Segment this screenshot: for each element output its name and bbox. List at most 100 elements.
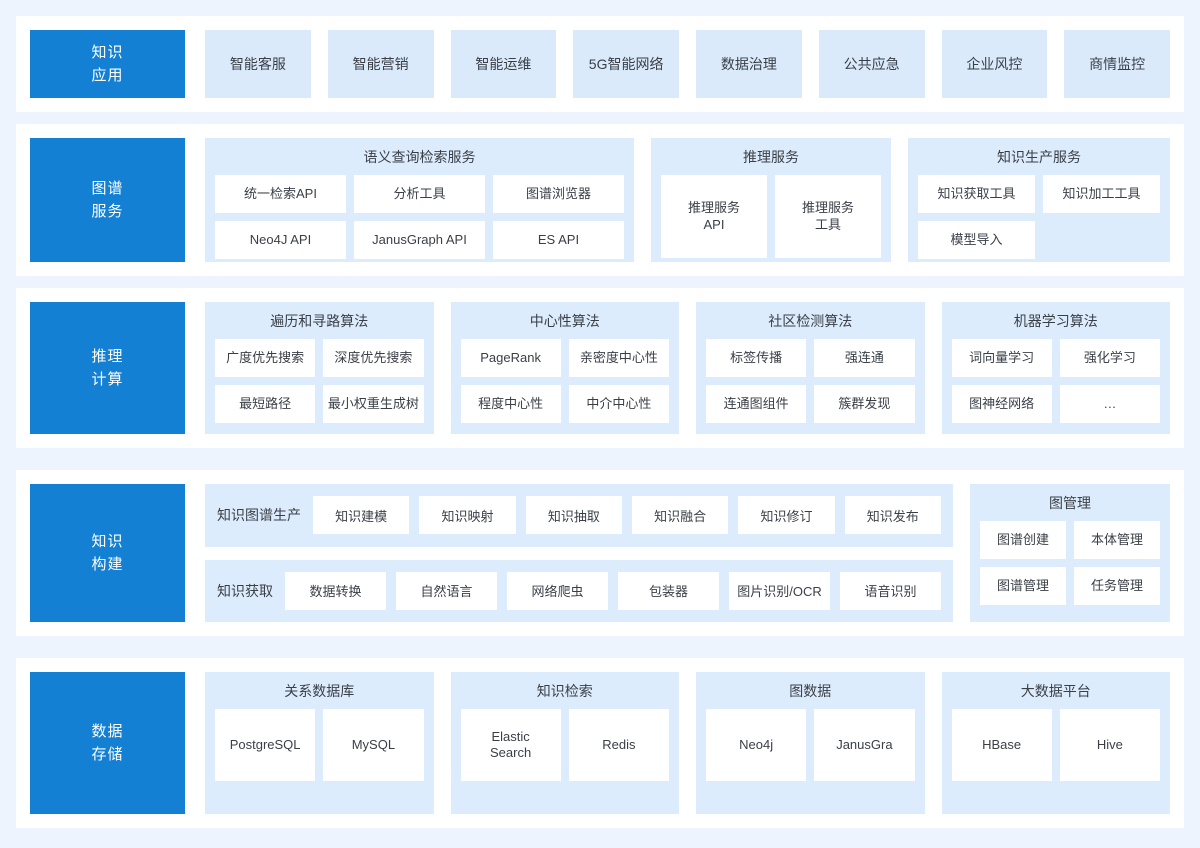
group-cells: 统一检索API 分析工具 图谱浏览器 Neo4J API JanusGraph … [215, 175, 624, 259]
group-cell[interactable]: 本体管理 [1074, 521, 1160, 559]
band-cell[interactable]: 知识抽取 [525, 496, 622, 535]
band-cell[interactable]: 图片识别/OCR [729, 571, 830, 610]
group-cells: PageRank 亲密度中心性 程度中心性 中介中心性 [460, 339, 669, 424]
group-cell[interactable]: 模型导入 [918, 221, 1035, 259]
group-cell[interactable]: PostgreSQL [215, 709, 316, 781]
group-cell[interactable]: 强化学习 [1059, 339, 1160, 377]
group-cell[interactable]: 广度优先搜索 [215, 339, 316, 377]
group-cell[interactable]: 图神经网络 [951, 385, 1052, 423]
layer-label-line-2: 服务 [91, 203, 124, 220]
group-cell[interactable]: 亲密度中心性 [568, 339, 669, 377]
group-community-detection: 社区检测算法 标签传播 强连通 连通图组件 簇群发现 [696, 302, 925, 434]
app-chip[interactable]: 5G智能网络 [573, 30, 679, 98]
group-cell[interactable]: 强连通 [814, 339, 915, 377]
group-relational-database: 关系数据库 PostgreSQL MySQL [205, 672, 434, 814]
group-graph-data: 图数据 Neo4j JanusGra [696, 672, 925, 814]
app-chip[interactable]: 公共应急 [818, 30, 925, 98]
band-cell[interactable]: 知识建模 [313, 496, 410, 535]
group-cell[interactable]: 任务管理 [1074, 567, 1160, 605]
group-cell[interactable]: JanusGra [814, 709, 915, 781]
group-title: 知识检索 [536, 683, 593, 699]
group-cell[interactable]: 连通图组件 [706, 385, 807, 423]
group-cells: 词向量学习 强化学习 图神经网络 … [951, 339, 1160, 424]
group-cell[interactable]: 图谱管理 [980, 567, 1066, 605]
group-cell[interactable]: 图谱浏览器 [493, 175, 624, 213]
group-cell[interactable]: Neo4j [706, 709, 807, 781]
group-cell[interactable]: 中介中心性 [568, 385, 669, 423]
group-title: 语义查询检索服务 [363, 149, 476, 165]
layer-label-knowledge-application: 知识 应用 [30, 30, 185, 98]
group-cells: Neo4j JanusGra [706, 709, 915, 804]
group-title: 中心性算法 [529, 313, 600, 329]
layer-graph-service: 图谱 服务 语义查询检索服务 统一检索API 分析工具 图谱浏览器 Neo4J … [16, 124, 1184, 276]
group-cell[interactable]: 程度中心性 [460, 385, 561, 423]
band-cell[interactable]: 自然语言 [396, 571, 497, 610]
band-cell[interactable]: 知识映射 [419, 496, 516, 535]
group-cell[interactable]: … [1059, 385, 1160, 423]
band-cell[interactable]: 语音识别 [840, 571, 941, 610]
layer-label-data-storage: 数据 存储 [30, 672, 185, 814]
group-graph-management: 图管理 图谱创建 本体管理 图谱管理 任务管理 [970, 484, 1170, 622]
group-cell[interactable]: Neo4J API [215, 221, 346, 259]
group-cell[interactable]: 词向量学习 [951, 339, 1052, 377]
row-spacer [16, 112, 1184, 124]
app-chip[interactable]: 数据治理 [696, 30, 802, 98]
group-title: 图数据 [789, 683, 832, 699]
application-chip-list: 智能客服 智能营销 智能运维 5G智能网络 数据治理 公共应急 企业风控 商情监… [205, 30, 1170, 98]
group-cells: PostgreSQL MySQL [215, 709, 424, 804]
group-big-data-platform: 大数据平台 HBase Hive [941, 672, 1170, 814]
band-label: 知识获取 [217, 582, 273, 599]
group-traversal-pathfinding: 遍历和寻路算法 广度优先搜索 深度优先搜索 最短路径 最小权重生成树 [205, 302, 434, 434]
group-cell[interactable]: HBase [951, 709, 1052, 781]
band-cell[interactable]: 知识发布 [844, 496, 941, 535]
group-cell[interactable]: 知识获取工具 [918, 175, 1035, 213]
band-cell[interactable]: 知识融合 [631, 496, 729, 535]
app-chip[interactable]: 智能客服 [205, 30, 311, 98]
group-cell[interactable]: MySQL [323, 709, 424, 781]
group-title: 机器学习算法 [1013, 313, 1098, 329]
group-cell[interactable]: 最小权重生成树 [323, 385, 424, 423]
group-cell[interactable]: 簇群发现 [814, 385, 915, 423]
group-cell[interactable]: JanusGraph API [354, 221, 485, 259]
layer-label-graph-service: 图谱 服务 [30, 138, 185, 262]
group-cell[interactable]: 推理服务工具 [775, 175, 881, 258]
group-title: 社区检测算法 [768, 313, 853, 329]
group-cell[interactable]: Redis [568, 709, 669, 781]
group-title: 大数据平台 [1020, 683, 1091, 699]
app-chip[interactable]: 企业风控 [941, 30, 1048, 98]
band-cell[interactable]: 数据转换 [285, 571, 386, 610]
group-cell[interactable]: 图谱创建 [980, 521, 1066, 559]
layer-label-line-1: 知识 [91, 43, 124, 61]
group-centrality: 中心性算法 PageRank 亲密度中心性 程度中心性 中介中心性 [450, 302, 679, 434]
group-cell[interactable]: 统一检索API [215, 175, 346, 213]
group-cell[interactable]: 分析工具 [354, 175, 485, 213]
group-cell[interactable]: 标签传播 [706, 339, 807, 377]
app-chip[interactable]: 智能营销 [327, 30, 434, 98]
knowledge-build-bands: 知识图谱生产 知识建模 知识映射 知识抽取 知识融合 知识修订 知识发布 知识获… [205, 484, 953, 622]
group-cell[interactable]: PageRank [460, 339, 561, 377]
band-cell[interactable]: 网络爬虫 [507, 571, 608, 610]
group-cell[interactable]: 知识加工工具 [1043, 175, 1160, 213]
layer-knowledge-build: 知识 构建 知识图谱生产 知识建模 知识映射 知识抽取 知识融合 知识修订 知识… [16, 470, 1184, 636]
layer-reasoning-compute: 推理 计算 遍历和寻路算法 广度优先搜索 深度优先搜索 最短路径 最小权重生成树… [16, 288, 1184, 448]
group-cell[interactable]: 最短路径 [215, 385, 316, 423]
group-cell[interactable]: 深度优先搜索 [323, 339, 424, 377]
layer-data-storage: 数据 存储 关系数据库 PostgreSQL MySQL 知识检索 Elasti… [16, 658, 1184, 828]
band-cell[interactable]: 包装器 [618, 571, 719, 610]
layer-label-line-2: 计算 [91, 371, 124, 388]
group-cell[interactable]: ES API [493, 221, 624, 259]
group-cell[interactable]: Hive [1059, 709, 1160, 781]
app-chip[interactable]: 智能运维 [450, 30, 557, 98]
band-cell[interactable]: 知识修订 [738, 496, 835, 535]
layer-label-line-1: 推理 [91, 347, 124, 365]
group-cells: 图谱创建 本体管理 图谱管理 任务管理 [980, 521, 1160, 612]
row-spacer [16, 636, 1184, 658]
group-cell-placeholder [1043, 221, 1160, 259]
app-chip[interactable]: 商情监控 [1064, 30, 1170, 98]
